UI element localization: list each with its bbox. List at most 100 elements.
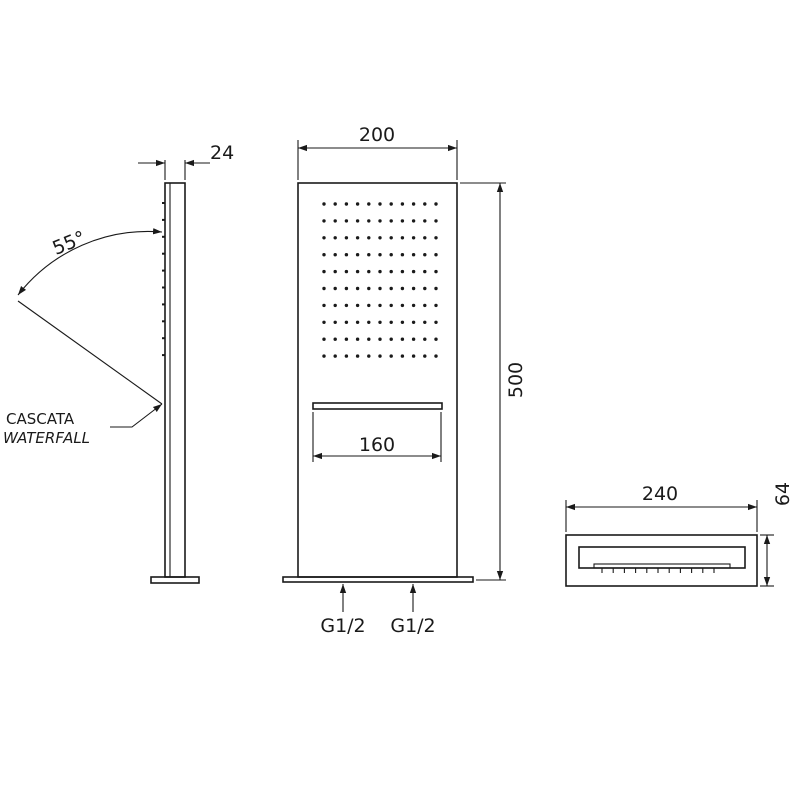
- front-nozzle: [400, 303, 405, 308]
- side-nozzle: [162, 354, 165, 357]
- dim-height-label: 500: [505, 362, 527, 398]
- cascata-label: CASCATA: [6, 410, 75, 428]
- side-nozzle: [162, 252, 165, 255]
- front-nozzle: [411, 354, 416, 358]
- front-view-base-plate: [282, 576, 474, 583]
- front-nozzle: [355, 253, 360, 257]
- front-nozzle: [367, 286, 371, 291]
- side-view-body: [164, 182, 186, 578]
- top-view-inner-slot: [578, 546, 746, 569]
- inlet-right-label: G1/2: [390, 615, 435, 637]
- front-nozzle: [411, 320, 416, 324]
- front-nozzle: [400, 236, 405, 240]
- front-nozzle: [322, 219, 326, 223]
- front-nozzle: [322, 253, 326, 257]
- front-nozzle: [411, 236, 416, 240]
- angle-label: 55°: [49, 227, 88, 260]
- front-nozzle: [344, 236, 349, 240]
- front-nozzle: [367, 236, 371, 240]
- front-nozzle: [434, 303, 438, 308]
- front-nozzle: [333, 269, 337, 274]
- front-nozzle: [400, 320, 405, 324]
- dim-width-label: 200: [359, 124, 395, 146]
- dim-inner-width-label: 160: [359, 434, 395, 456]
- front-nozzle: [355, 286, 360, 291]
- front-nozzle: [378, 202, 382, 206]
- waterfall-leader: [110, 403, 163, 428]
- top-view: 240 64: [565, 482, 794, 587]
- front-nozzle: [344, 202, 349, 206]
- front-nozzle: [355, 354, 360, 358]
- angle-arc: [17, 228, 163, 296]
- front-nozzle: [333, 354, 337, 358]
- front-nozzle: [355, 236, 360, 240]
- front-nozzle: [434, 202, 438, 206]
- front-nozzle: [333, 286, 337, 291]
- front-nozzle: [400, 286, 405, 291]
- side-nozzle: [162, 269, 165, 272]
- front-nozzle: [378, 286, 382, 291]
- front-nozzle: [423, 337, 427, 341]
- front-nozzle: [344, 253, 349, 257]
- side-nozzle: [162, 202, 165, 204]
- front-nozzle: [423, 303, 427, 308]
- side-nozzle: [162, 286, 165, 289]
- front-nozzle: [378, 253, 382, 257]
- front-nozzle: [378, 303, 382, 308]
- front-nozzle: [378, 337, 382, 341]
- front-nozzle: [322, 236, 326, 240]
- front-nozzle: [400, 202, 405, 206]
- front-nozzle: [423, 219, 427, 223]
- front-nozzle: [423, 354, 427, 358]
- front-nozzle: [367, 320, 371, 324]
- front-nozzle: [322, 320, 326, 324]
- front-view: 200 160 500 G1/2 G1/2: [282, 124, 527, 637]
- front-nozzle: [355, 320, 360, 324]
- front-nozzle: [367, 354, 371, 358]
- front-nozzle: [389, 337, 393, 341]
- front-nozzle: [322, 202, 326, 206]
- front-nozzle: [333, 253, 337, 257]
- front-nozzles: [322, 202, 438, 358]
- front-nozzle: [355, 202, 360, 206]
- front-nozzle: [434, 337, 438, 341]
- top-nozzles: [601, 568, 715, 573]
- front-nozzle: [423, 253, 427, 257]
- side-nozzle: [162, 303, 165, 306]
- front-nozzle: [423, 202, 427, 206]
- front-nozzle: [367, 303, 371, 308]
- front-nozzle: [389, 253, 393, 257]
- front-nozzle: [411, 202, 416, 206]
- front-nozzle: [378, 219, 382, 223]
- front-nozzle: [322, 269, 326, 274]
- angle-line: [17, 300, 163, 405]
- front-nozzle: [344, 337, 349, 341]
- front-nozzle: [378, 269, 382, 274]
- front-nozzle: [355, 219, 360, 223]
- front-waterfall-spout: [312, 402, 443, 410]
- front-nozzle: [389, 320, 393, 324]
- front-nozzle: [333, 236, 337, 240]
- front-nozzle: [389, 286, 393, 291]
- front-nozzle: [389, 303, 393, 308]
- dim-depth-label: 24: [210, 142, 234, 164]
- front-nozzle: [322, 286, 326, 291]
- front-nozzle: [333, 219, 337, 223]
- front-nozzle: [344, 269, 349, 274]
- top-view-outline: [565, 534, 758, 587]
- front-nozzle: [367, 253, 371, 257]
- front-nozzle: [322, 354, 326, 358]
- front-nozzle: [434, 286, 438, 291]
- front-nozzle: [333, 303, 337, 308]
- side-nozzle: [162, 320, 165, 323]
- front-nozzle: [423, 286, 427, 291]
- front-nozzle: [367, 269, 371, 274]
- front-nozzle: [344, 303, 349, 308]
- front-nozzle: [434, 320, 438, 324]
- side-nozzles: [162, 202, 165, 357]
- front-nozzle: [344, 354, 349, 358]
- front-nozzle: [344, 320, 349, 324]
- waterfall-label: WATERFALL: [3, 429, 90, 447]
- side-nozzle: [162, 235, 165, 238]
